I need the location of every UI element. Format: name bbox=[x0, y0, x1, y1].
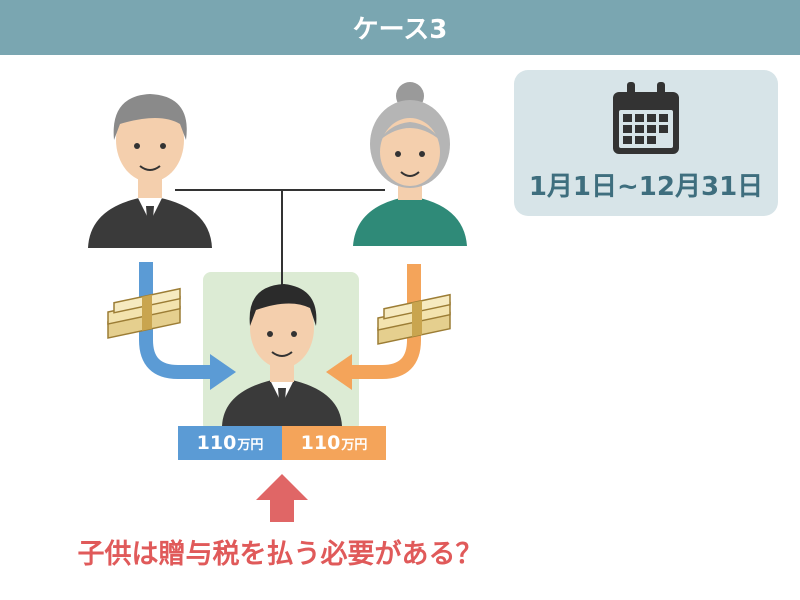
orange-arrowhead bbox=[326, 354, 352, 390]
question-text: 子供は贈与税を払う必要がある？ bbox=[77, 539, 483, 570]
gift-amount-value: 110 bbox=[300, 432, 341, 454]
blue-arrow bbox=[139, 262, 212, 379]
child-icon bbox=[222, 284, 342, 426]
orange-arrow bbox=[350, 264, 421, 379]
money-icon bbox=[377, 293, 451, 345]
grandmother-icon bbox=[353, 82, 467, 246]
title-banner: ケース3 bbox=[0, 0, 800, 55]
title-text: ケース3 bbox=[352, 15, 448, 45]
gift-amount-unit: 万円 bbox=[237, 437, 264, 453]
grandfather-icon bbox=[88, 94, 212, 248]
period-text: 1月1日~12月31日 bbox=[528, 172, 764, 202]
gift-amount-unit: 万円 bbox=[341, 437, 368, 453]
gift-amount-value: 110 bbox=[196, 432, 237, 454]
period-card: 1月1日~12月31日 bbox=[514, 70, 778, 216]
family-lines bbox=[175, 189, 385, 290]
blue-arrowhead bbox=[210, 354, 236, 390]
calendar-icon bbox=[613, 82, 679, 154]
money-icon bbox=[107, 287, 181, 339]
up-arrow-icon bbox=[256, 474, 308, 522]
